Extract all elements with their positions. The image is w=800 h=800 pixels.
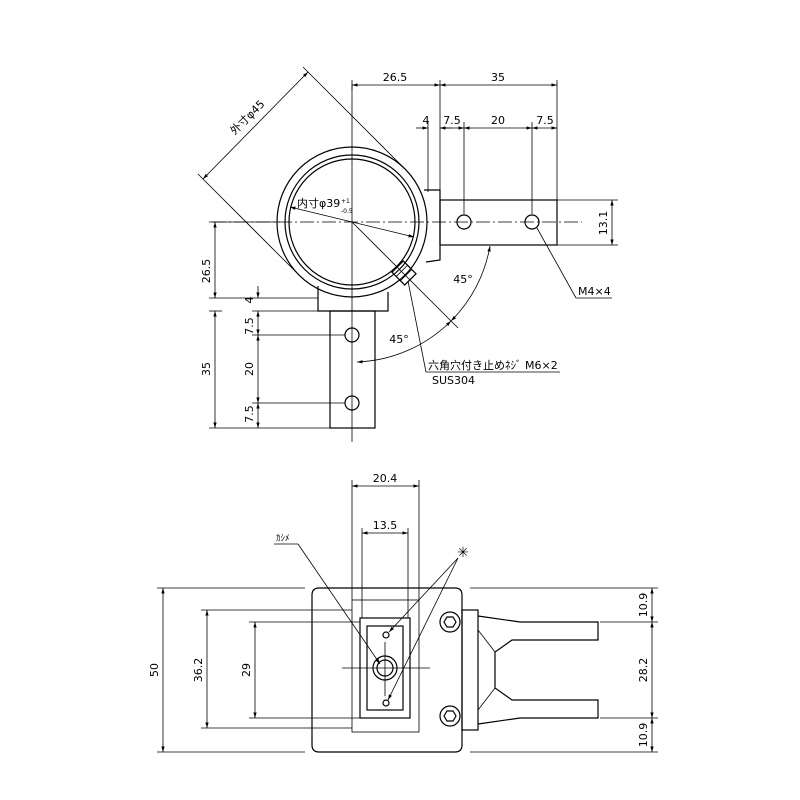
dim-line-inner-diameter [289,206,415,238]
right-arm-hole-1 [456,214,472,230]
mark-symbol: ✳ [457,545,469,561]
dim-20-h: 20 [491,114,505,127]
bracket-base [461,609,479,731]
side-bolt-top [439,611,461,633]
bottom-arm [329,310,376,429]
inner-tolerance-lower: -0.5 [341,208,353,215]
bracket-fork [477,615,599,725]
inner-diameter-label: 内寸φ39 [297,196,340,210]
clamp-body-outline [311,587,463,753]
dim-10-9-top: 10.9 [637,593,650,618]
bracket-fork-bottom-edge [477,687,496,711]
bottom-view: 20.4 13.5 50 [148,472,658,753]
dim-36-2: 36.2 [192,658,205,683]
angle-arc-upper [450,245,491,322]
ext-line-outer-dia-lower [197,173,300,276]
dim-35-v: 35 [200,362,213,376]
dim-4-v: 4 [243,297,256,304]
bracket-fork-top-edge [477,629,496,653]
ext-line-outer-dia-upper [302,66,406,170]
mark-leader-bottom [387,557,459,701]
side-bolt-top-hex [443,616,457,628]
right-arm [439,199,558,246]
mark-leader-top [388,557,459,633]
ring-inner-circle-b [288,158,416,286]
dim-7-5-h-right: 7.5 [536,114,554,127]
dim-7-5-v-top: 7.5 [243,317,256,335]
crimp-note-leader [297,543,381,665]
material-note: SUS304 [432,374,475,387]
screw-note: 六角穴付き止めﾈｼﾞ M6×2 [428,358,558,372]
dim-20-v: 20 [243,362,256,376]
angle-arc-lower [356,320,452,364]
crimp-hole-bottom [382,699,390,707]
dim-26-5-h: 26.5 [383,71,408,84]
dim-line-outer-diameter [202,71,309,180]
dim-10-9-bottom: 10.9 [637,723,650,748]
dim-28-2: 28.2 [637,658,650,683]
hole-note: M4×4 [578,285,611,298]
right-arm-hole-2 [524,214,540,230]
dim-35-h: 35 [491,71,505,84]
clamp-body-inner-outline [351,599,420,733]
ring-inner-circle-a [284,154,420,290]
dim-4-h: 4 [423,114,430,127]
dim-50: 50 [148,663,161,677]
crimp-hole-top [382,631,390,639]
dim-26-5-v: 26.5 [200,259,213,284]
hex-set-screw [391,260,417,286]
dim-13-1: 13.1 [597,211,610,236]
hole-note-leader [536,227,577,299]
angle-lower: 45° [389,333,409,346]
side-bolt-bottom [439,705,461,727]
screw-note-leader [407,280,427,373]
top-view: 26.5 35 4 7.5 20 7.5 13.1 外寸φ45 内寸φ39 +1… [197,66,618,442]
dim-7-5-h-left: 7.5 [443,114,461,127]
screw-axis-line [351,221,459,329]
crimp-note: ｶｼﾒ [276,533,290,544]
dim-29: 29 [240,663,253,677]
dim-7-5-v-bottom: 7.5 [243,405,256,423]
dim-20-4: 20.4 [373,472,398,485]
inner-tolerance-upper: +1 [341,198,350,205]
angle-upper: 45° [453,273,473,286]
side-bolt-bottom-hex [443,710,457,722]
dim-13-5: 13.5 [373,519,398,532]
